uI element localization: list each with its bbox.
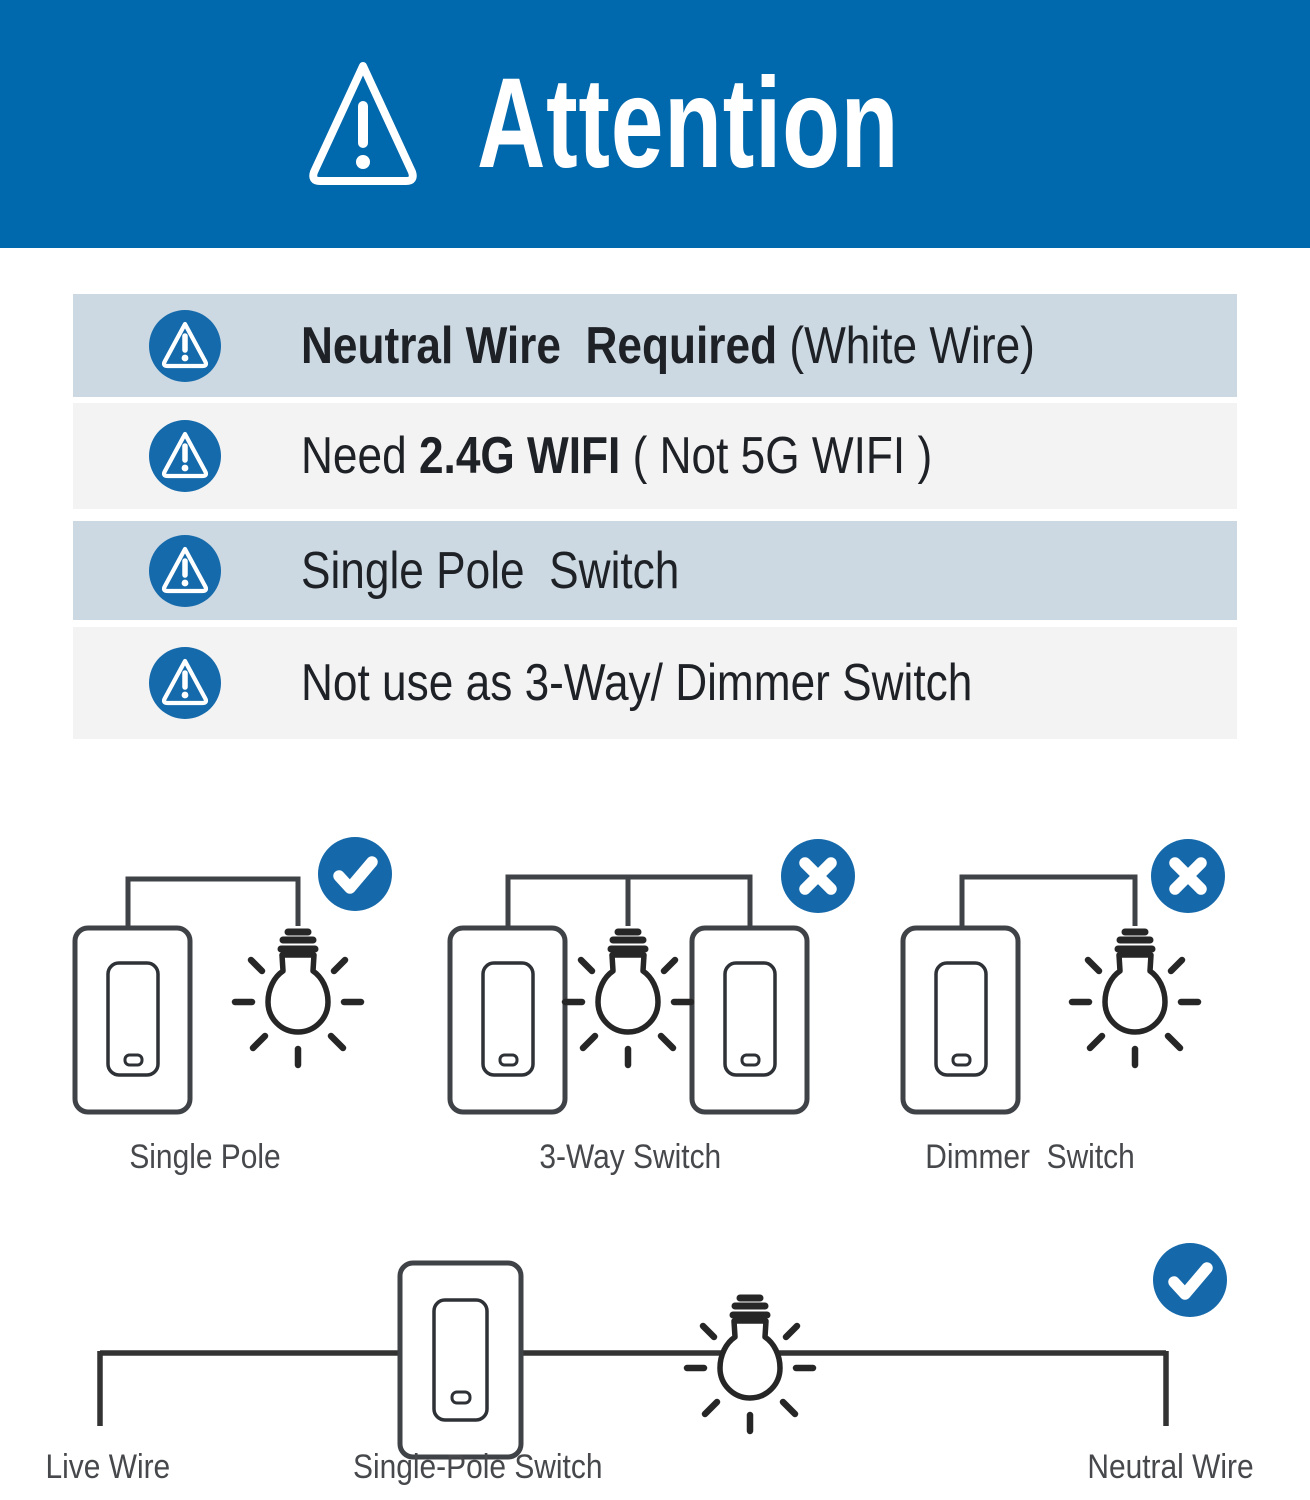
warning-text: Not use as 3-Way/ Dimmer Switch (301, 657, 972, 709)
warning-text-pre: Need (301, 427, 419, 485)
wiring-diagram (97, 1230, 1310, 1460)
warning-circle-icon (147, 308, 223, 384)
warning-text: Single Pole Switch (301, 545, 679, 597)
wire-line (959, 874, 1138, 928)
banner-title: Attention (476, 52, 899, 195)
warning-text-pre: Single Pole Switch (301, 541, 680, 600)
single-pole-diagram (75, 837, 392, 1112)
warning-row-no-3way-dimmer: Not use as 3-Way/ Dimmer Switch (73, 627, 1237, 739)
diagram-label-single-pole: Single Pole (129, 1138, 281, 1176)
diagram-label-3way: 3-Way Switch (539, 1138, 721, 1176)
warning-text-post: (White Wire) (777, 316, 1035, 375)
warning-row-neutral-wire: Neutral Wire Required (White Wire) (73, 294, 1237, 397)
light-bulb-icon (1072, 932, 1198, 1065)
warning-text-bold: 2.4G WIFI (418, 427, 621, 485)
check-icon (318, 837, 392, 911)
light-bulb-icon (687, 1298, 813, 1431)
light-bulb-icon (565, 932, 691, 1065)
attention-banner: Attention (0, 0, 1310, 248)
warning-row-wifi: Need 2.4G WIFI ( Not 5G WIFI ) (73, 403, 1237, 509)
warning-text: Neutral Wire Required (White Wire) (301, 320, 1035, 372)
warning-triangle-icon (308, 62, 417, 185)
light-switch-icon (397, 1260, 524, 1460)
x-icon (1151, 839, 1225, 913)
warning-row-single-pole: Single Pole Switch (73, 521, 1237, 620)
warning-circle-icon (147, 418, 223, 494)
diagram-label-dimmer: Dimmer Switch (925, 1138, 1135, 1176)
switch-diagrams (0, 830, 1310, 1210)
check-icon (1153, 1243, 1227, 1317)
warning-text-pre: Not use as 3-Way/ Dimmer Switch (301, 654, 973, 712)
light-switch-icon (692, 928, 807, 1112)
x-icon (781, 839, 855, 913)
wire-label-live: Live Wire (45, 1448, 171, 1486)
light-switch-icon (903, 928, 1018, 1112)
wire-line (125, 876, 301, 928)
warning-circle-icon (147, 645, 223, 721)
warning-text-bold: Neutral Wire Required (301, 316, 778, 375)
light-bulb-icon (235, 932, 361, 1065)
light-switch-icon (450, 928, 565, 1112)
wire-label-switch: Single-Pole Switch (353, 1448, 603, 1486)
warning-circle-icon (147, 533, 223, 609)
wire-label-neutral: Neutral Wire (1086, 1448, 1254, 1486)
dimmer-diagram (903, 839, 1225, 1112)
three-way-diagram (450, 839, 855, 1112)
light-switch-icon (75, 928, 190, 1112)
warning-text-post: ( Not 5G WIFI ) (620, 427, 933, 485)
warning-text: Need 2.4G WIFI ( Not 5G WIFI ) (301, 430, 932, 482)
